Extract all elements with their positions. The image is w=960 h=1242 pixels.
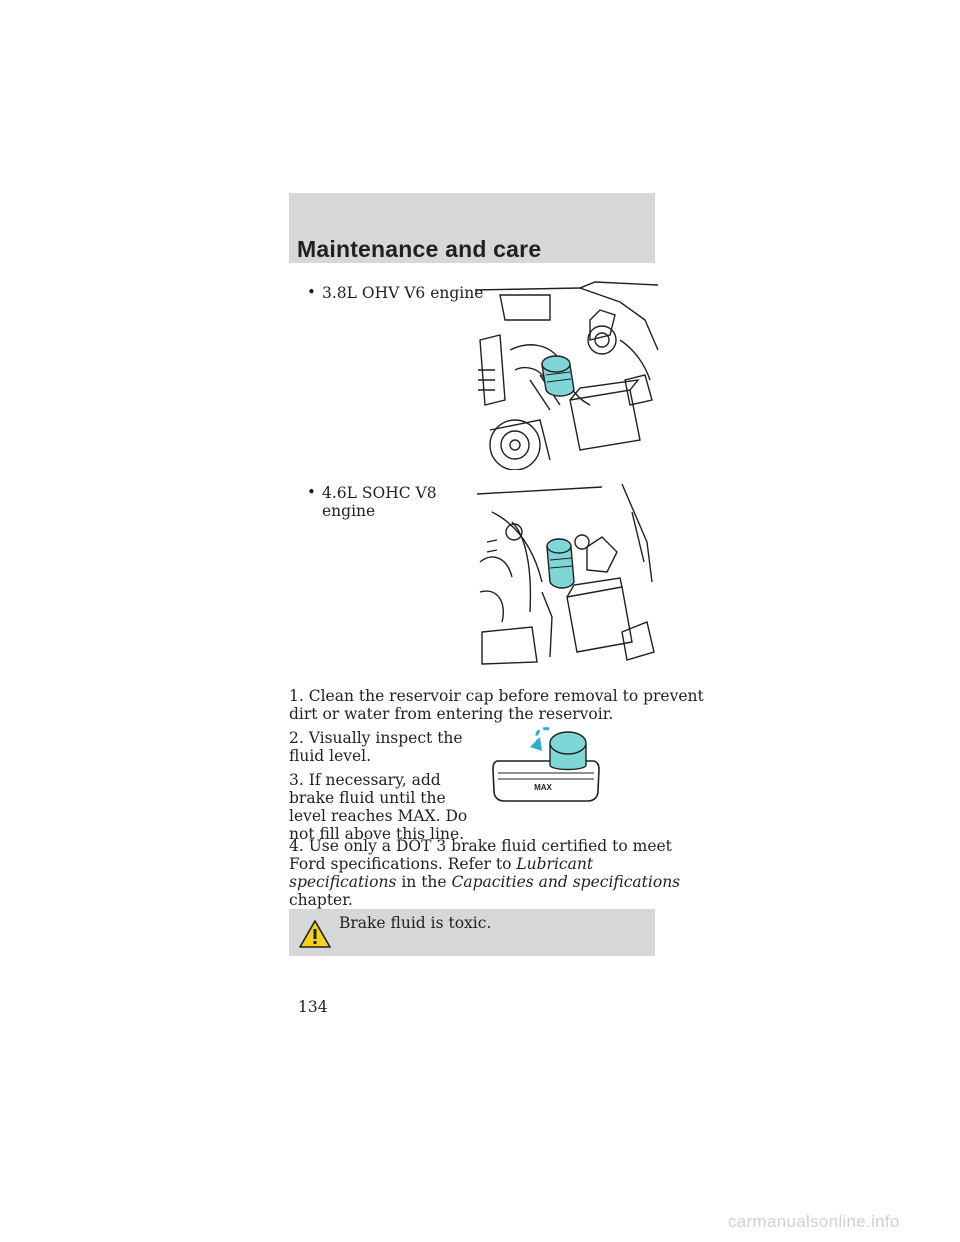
engine-v8-illustration [476,483,655,665]
bullet-label-v8-line2: engine [322,502,376,520]
step-4-line2: Ford specifications. Refer to Lubricant [289,855,593,873]
step-4-text: Ford specifications. Refer to [289,855,512,873]
bullet-dot: • [307,483,316,501]
step-3-line3: level reaches MAX. Do [289,807,468,825]
bullet-label-v6: 3.8L OHV V6 engine [322,284,484,302]
step-3-line2: brake fluid until the [289,789,446,807]
step-1-line1: 1. Clean the reservoir cap before remova… [289,687,704,705]
section-header: Maintenance and care [289,193,655,263]
step-4-line1: 4. Use only a DOT 3 brake fluid certifie… [289,837,672,855]
bullet-dot: • [307,283,316,301]
watermark: carmanualsonline.info [728,1212,900,1231]
capacities-ref: Capacities and specifications [451,873,681,891]
lubricant-ref: Lubricant [516,855,594,873]
bullet-label-v8-line1: 4.6L SOHC V8 [322,484,437,502]
engine-v6-illustration [474,281,659,470]
warning-icon [299,920,331,948]
brake-reservoir-illustration: MAX [492,727,600,802]
step-3-line4: not fill above this line. [289,825,465,843]
step-4-text: in the [396,873,452,891]
step-4-line3: specifications in the Capacities and spe… [289,873,680,891]
specifications-ref: specifications [289,873,397,891]
section-title: Maintenance and care [297,236,542,262]
warning-box: Brake fluid is toxic. [289,909,655,956]
max-label: MAX [534,783,552,792]
step-2-line2: fluid level. [289,747,372,765]
step-4-line4: chapter. [289,891,353,909]
page-number: 134 [298,998,328,1016]
warning-text: Brake fluid is toxic. [339,914,492,932]
step-2-line1: 2. Visually inspect the [289,729,463,747]
step-3-line1: 3. If necessary, add [289,771,441,789]
step-1-line2: dirt or water from entering the reservoi… [289,705,614,723]
